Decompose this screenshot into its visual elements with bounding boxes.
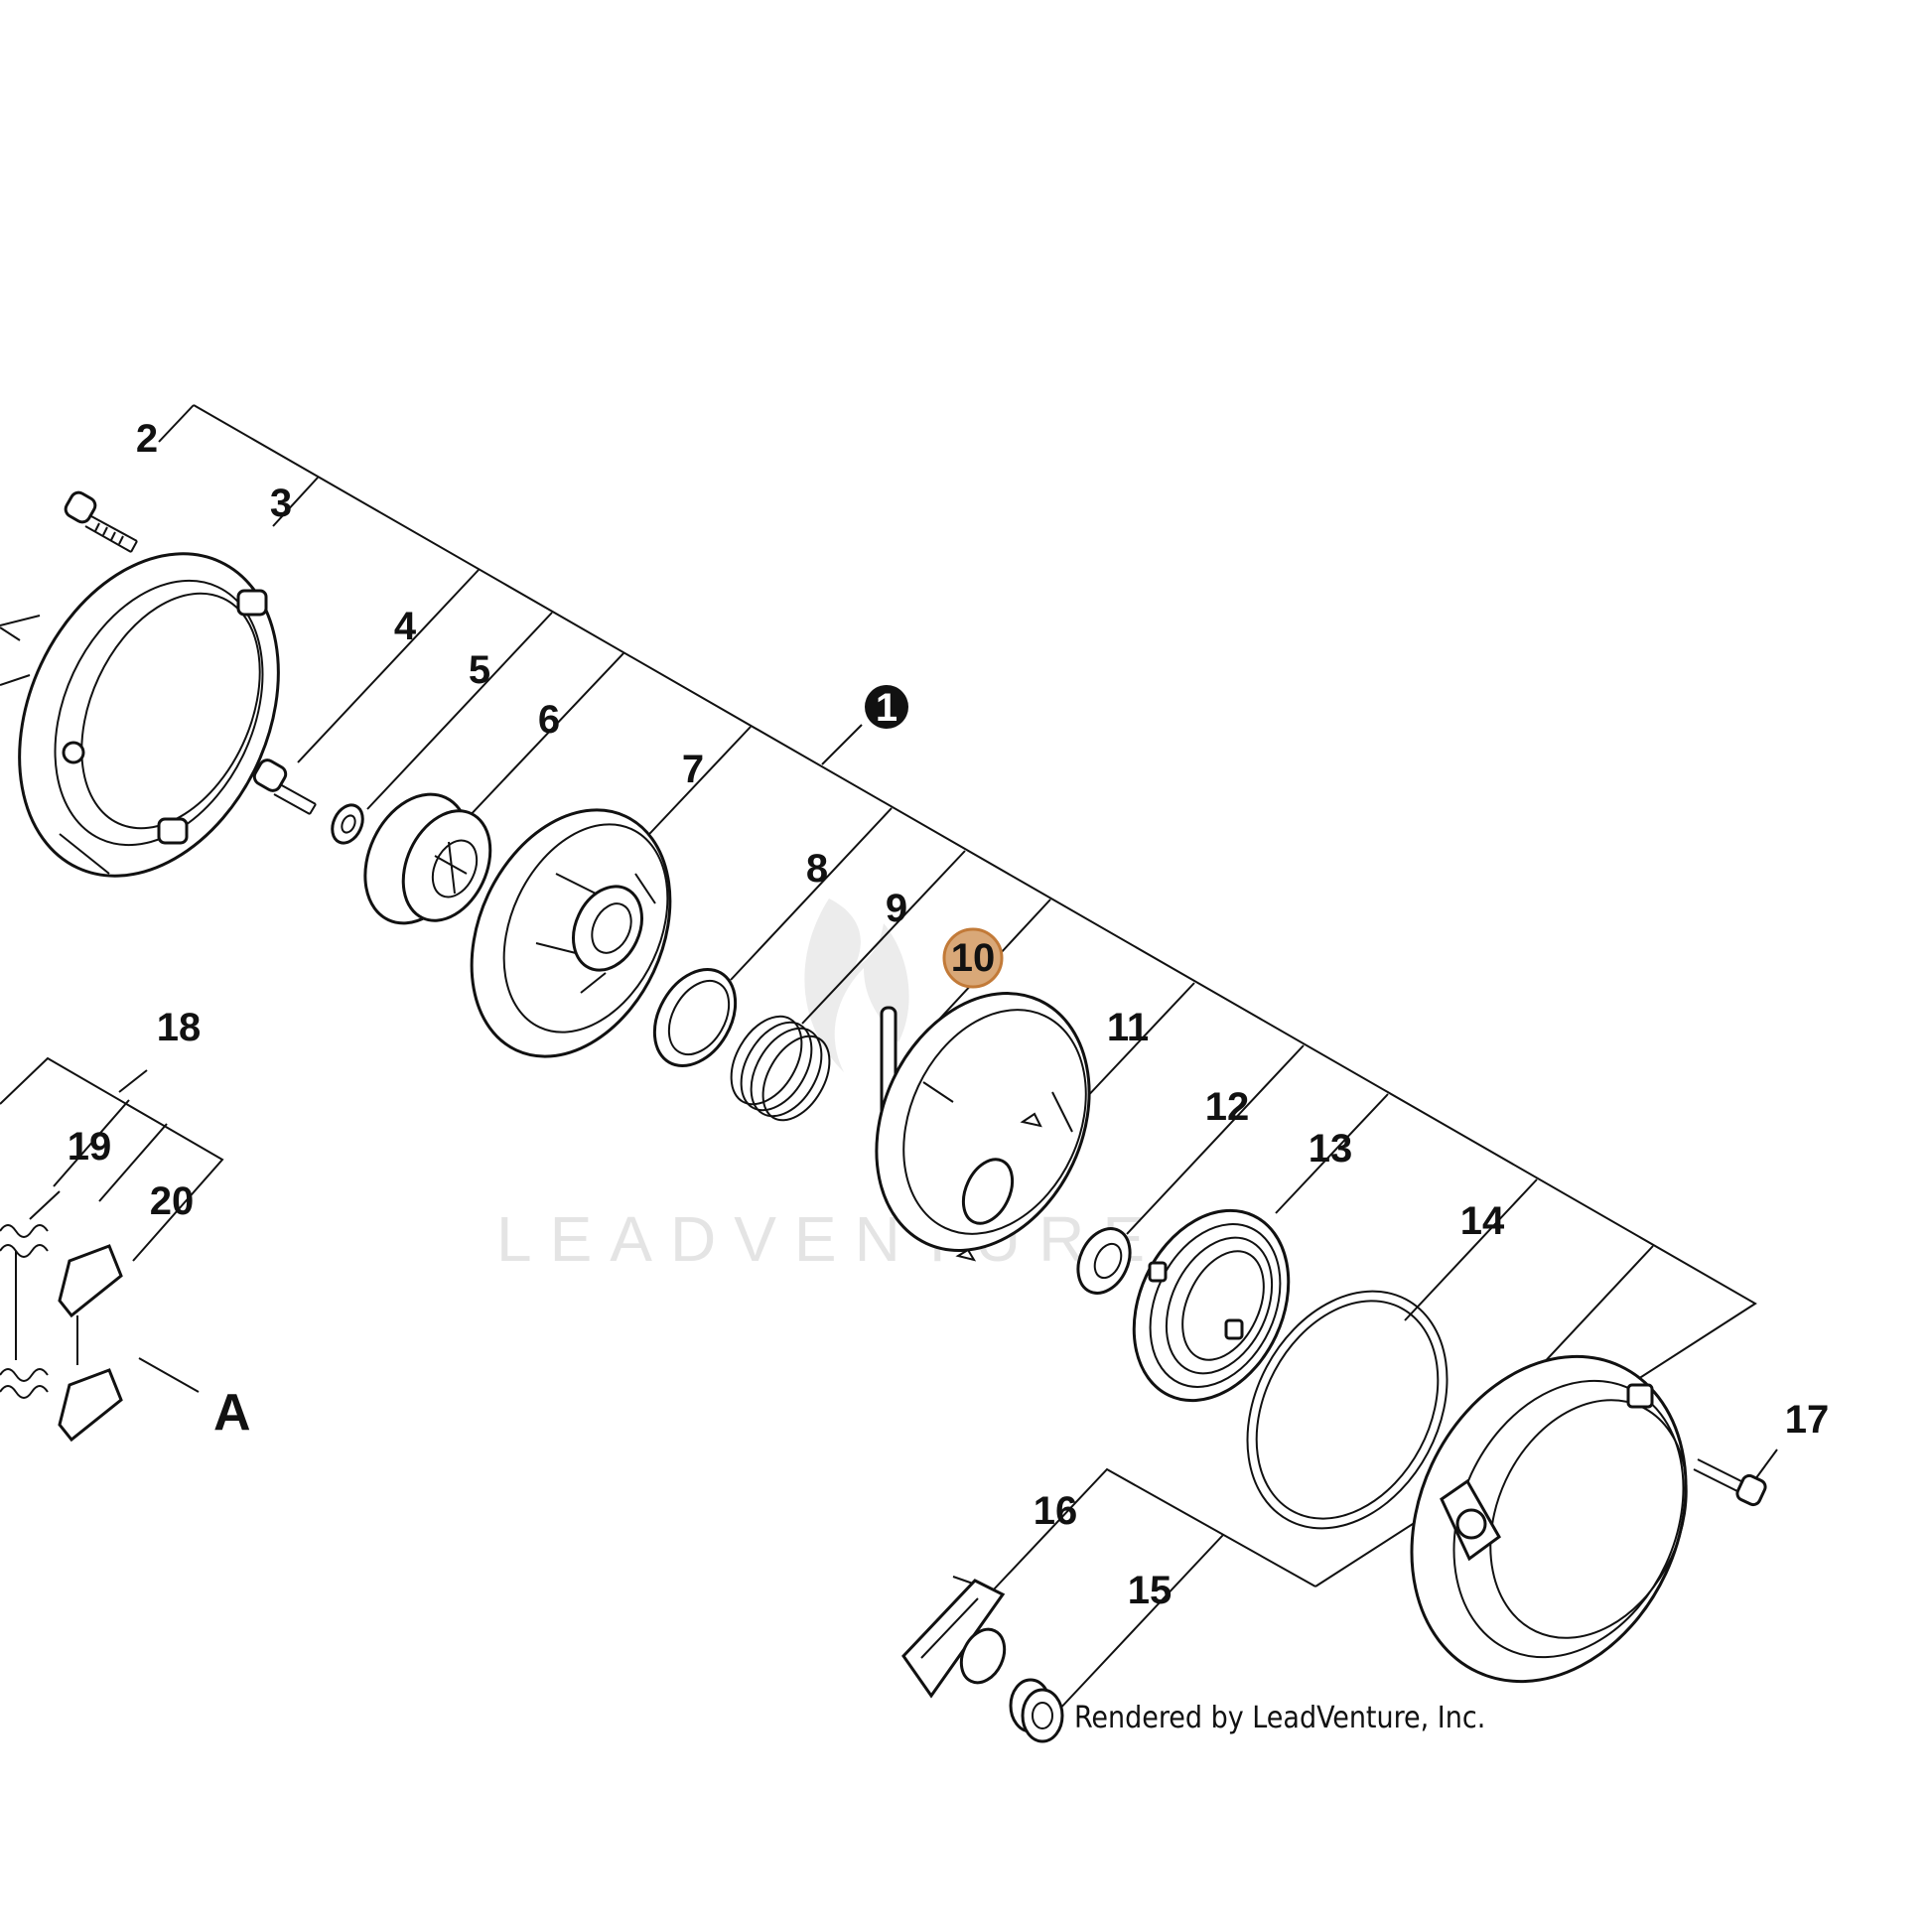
part-17-screw <box>1693 1458 1767 1507</box>
credit-text: Rendered by LeadVenture, Inc. <box>1074 1701 1485 1735</box>
assembly-marker: 1 <box>865 685 908 730</box>
callout-6[interactable]: 6 <box>538 698 560 742</box>
callout-17[interactable]: 17 <box>1785 1398 1830 1442</box>
pawl-bracket <box>0 1056 224 1393</box>
part-19-spring <box>0 1224 49 1399</box>
callout-4[interactable]: 4 <box>394 605 417 648</box>
callout-19[interactable]: 19 <box>68 1125 112 1169</box>
part-15-grommet <box>1009 1678 1064 1743</box>
callout-16[interactable]: 16 <box>1034 1489 1078 1533</box>
view-letter: A <box>213 1384 251 1442</box>
callout-highlight-10[interactable] <box>942 927 1004 989</box>
callout-3[interactable]: 3 <box>270 482 292 525</box>
part-16-handle <box>901 1579 1007 1699</box>
part-4-screw <box>252 759 317 815</box>
callout-7[interactable]: 7 <box>682 748 704 791</box>
callout-2[interactable]: 2 <box>136 417 158 461</box>
part-6-drum <box>363 792 492 925</box>
callout-15[interactable]: 15 <box>1128 1569 1173 1612</box>
callout-5[interactable]: 5 <box>469 648 490 692</box>
callout-10[interactable]: 10 <box>951 936 996 980</box>
callout-18[interactable]: 18 <box>157 1006 202 1049</box>
callout-9[interactable]: 9 <box>886 887 907 930</box>
assembly-marker-label: 1 <box>876 686 897 730</box>
part-12-washer <box>1076 1227 1132 1295</box>
part-11-reel <box>875 992 1091 1262</box>
callout-8[interactable]: 8 <box>806 847 828 891</box>
callout-14[interactable]: 14 <box>1460 1199 1505 1243</box>
part-3-housing <box>0 552 280 878</box>
callout-11[interactable]: 11 <box>1107 1006 1149 1049</box>
part-9-spring <box>730 1015 831 1122</box>
callout-12[interactable]: 12 <box>1205 1085 1250 1129</box>
callout-13[interactable]: 13 <box>1309 1127 1353 1171</box>
part-2-screw <box>64 490 138 553</box>
part-14-ring <box>1246 1290 1449 1530</box>
part-13-spring-coil <box>1132 1208 1291 1403</box>
callout-labels: 2 3 4 5 6 7 8 9 10 11 12 13 14 15 16 17 18 19 20 <box>68 417 1830 1612</box>
part-8-ring <box>652 968 738 1067</box>
callout-20[interactable]: 20 <box>150 1179 195 1223</box>
starter-cover <box>1410 1354 1688 1684</box>
part-7-rotor <box>470 808 672 1058</box>
watermark-text: LEADVENTURE <box>496 1203 1163 1275</box>
part-20-pawl <box>58 1244 123 1443</box>
part-5-washer <box>331 803 364 845</box>
